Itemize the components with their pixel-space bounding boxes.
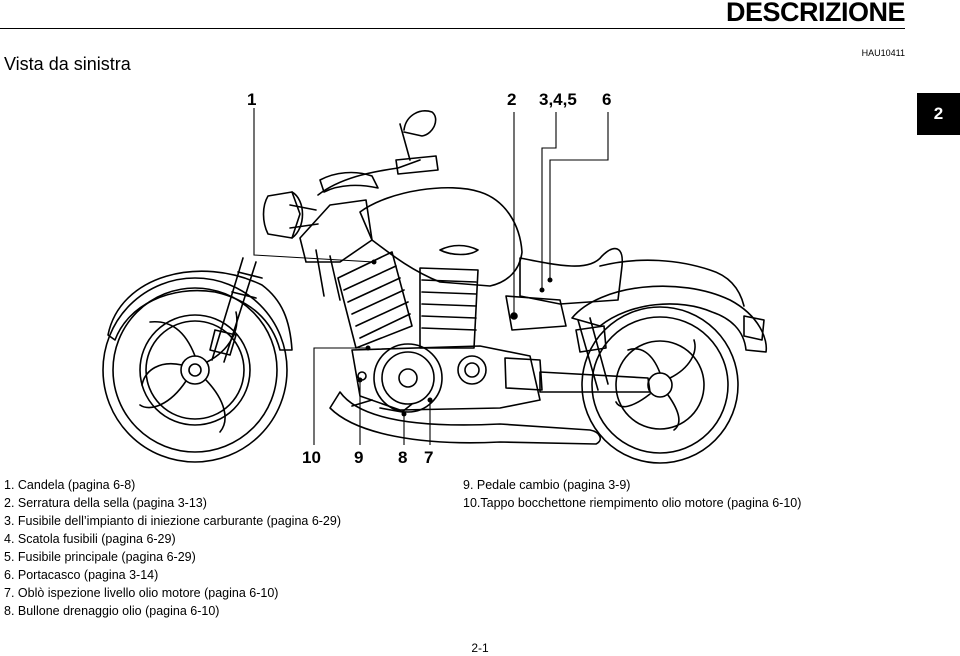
engine-cylinders xyxy=(337,251,479,349)
callout-3-4-5: 3,4,5 xyxy=(539,90,577,109)
reference-code: HAU10411 xyxy=(861,48,905,58)
leader-10 xyxy=(313,347,368,445)
callout-1: 1 xyxy=(247,90,257,109)
legend-item: 1. Candela (pagina 6-8) xyxy=(4,478,136,492)
swing-arm xyxy=(539,371,651,393)
legend-item: 5. Fusibile principale (pagina 6-29) xyxy=(4,550,196,564)
front-fender xyxy=(107,270,293,351)
side-cover xyxy=(505,295,567,331)
handlebar xyxy=(317,159,421,196)
page-number: 2-1 xyxy=(471,641,489,655)
legend-list-right: 9. Pedale cambio (pagina 3-9) 10.Tappo b… xyxy=(463,476,801,512)
legend-item: 6. Portacasco (pagina 3-14) xyxy=(4,568,159,582)
callout-10: 10 xyxy=(302,448,321,467)
chapter-tab: 2 xyxy=(917,93,960,135)
exhaust xyxy=(329,391,602,445)
legend-item: 10.Tappo bocchettone riempimento olio mo… xyxy=(463,496,802,510)
callout-2: 2 xyxy=(507,90,517,109)
header-rule xyxy=(0,28,905,29)
callout-8: 8 xyxy=(398,448,408,467)
legend-list-left: 1. Candela (pagina 6-8) 2. Serratura del… xyxy=(4,476,341,620)
front-wheel xyxy=(102,277,288,463)
leader-345 xyxy=(541,112,557,290)
rear-wheel xyxy=(581,306,739,464)
page-header-title: DESCRIZIONE xyxy=(725,0,906,27)
legend-item: 7. Oblò ispezione livello olio motore (p… xyxy=(4,586,279,600)
seat xyxy=(519,247,624,305)
legend-item: 8. Bullone drenaggio olio (pagina 6-10) xyxy=(4,604,220,618)
callout-9: 9 xyxy=(354,448,364,467)
legend-item: 2. Serratura della sella (pagina 3-13) xyxy=(4,496,207,510)
legend-item: 9. Pedale cambio (pagina 3-9) xyxy=(463,478,631,492)
crankcase xyxy=(351,345,541,411)
rear-fender xyxy=(571,285,768,353)
legend-item: 3. Fusibile dell’impianto di iniezione c… xyxy=(4,514,341,528)
legend-item: 4. Scatola fusibili (pagina 6-29) xyxy=(4,532,176,546)
mirror xyxy=(399,110,437,161)
leader-6 xyxy=(549,112,609,280)
leader-1 xyxy=(253,108,375,263)
callout-6: 6 xyxy=(602,90,612,109)
fuel-tank xyxy=(359,187,523,287)
callout-7: 7 xyxy=(424,448,434,467)
headlight xyxy=(262,191,304,239)
section-title: Vista da sinistra xyxy=(4,54,131,74)
front-fork xyxy=(211,257,257,363)
